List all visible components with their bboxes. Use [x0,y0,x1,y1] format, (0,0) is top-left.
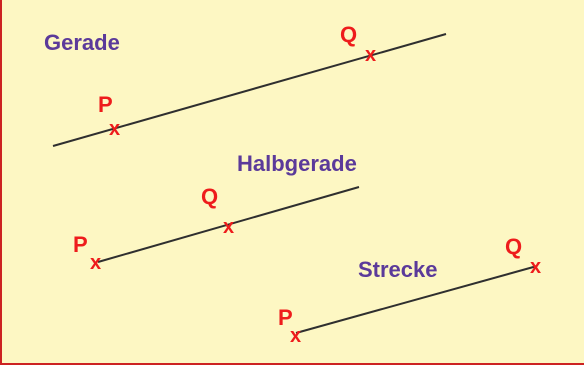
halbgerade-point-q-cross: x [223,216,234,238]
figure-halbgerade: Halbgerade P x Q x [73,151,360,274]
figure-gerade: Gerade P x Q x [44,22,447,147]
strecke-point-q-label: Q [505,234,522,259]
gerade-point-p-label: P [98,92,113,117]
halbgerade-point-p-cross: x [90,252,101,274]
strecke-title: Strecke [358,257,438,282]
figure-strecke: Strecke P x Q x [278,234,541,347]
strecke-line [295,265,538,334]
gerade-point-p-cross: x [109,118,120,140]
halbgerade-line [97,186,360,263]
gerade-point-q-label: Q [340,22,357,47]
gerade-title: Gerade [44,30,120,55]
gerade-point-q-cross: x [365,44,376,66]
halbgerade-point-p-label: P [73,232,88,257]
strecke-point-q-cross: x [530,256,541,278]
strecke-point-p-label: P [278,305,293,330]
halbgerade-title: Halbgerade [237,151,357,176]
gerade-line [52,33,447,147]
strecke-point-p-cross: x [290,325,301,347]
halbgerade-point-q-label: Q [201,184,218,209]
